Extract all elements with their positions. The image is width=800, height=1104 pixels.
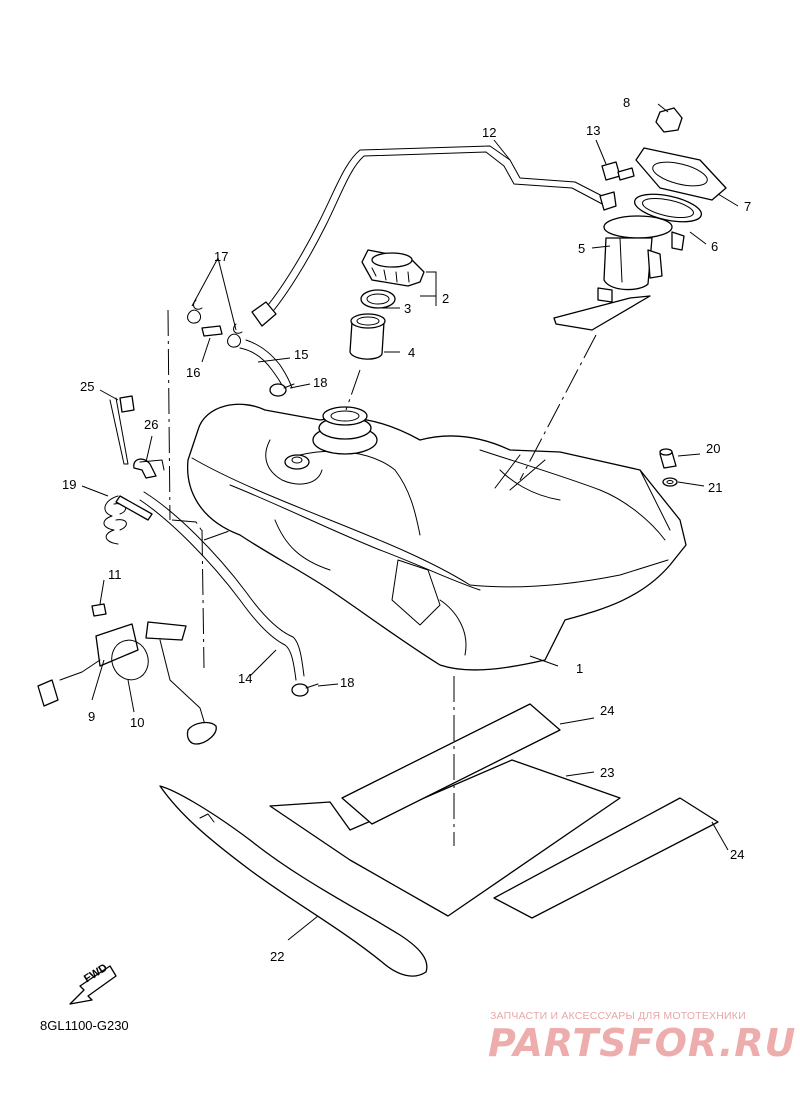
callout-24-lower: 24 <box>730 847 745 862</box>
callout-24-upper: 24 <box>600 703 615 718</box>
callout-7: 7 <box>744 199 752 214</box>
pump-gasket <box>633 193 703 223</box>
callout-9: 9 <box>88 709 96 724</box>
tank-cover-22 <box>159 785 428 977</box>
quick-connector <box>601 161 635 181</box>
hose-clamp-lower <box>291 683 319 697</box>
assembly-lines <box>167 309 597 846</box>
diagram-code: 8GL1100-G230 <box>40 1018 129 1033</box>
damper-pad-24-lower <box>493 797 719 919</box>
watermark-logo: PARTSFOR.RU <box>488 1021 797 1065</box>
callout-26: 26 <box>144 417 159 432</box>
callout-10: 10 <box>130 715 145 730</box>
fuel-strainer <box>349 313 386 360</box>
sender-o-ring <box>111 639 149 681</box>
callout-15: 15 <box>294 347 309 362</box>
coiled-hose <box>103 495 153 545</box>
breather-hose <box>239 339 293 391</box>
fuel-pump-assembly <box>553 215 685 331</box>
cap-gasket <box>360 289 396 309</box>
tank-washer <box>662 477 678 487</box>
hose-clips <box>187 299 243 348</box>
fuel-tank <box>186 403 687 671</box>
plate-nut <box>655 107 683 133</box>
fuel-hose-line <box>251 145 617 327</box>
fwd-arrow-icon <box>69 965 117 1005</box>
callout-16: 16 <box>186 365 201 380</box>
callout-11: 11 <box>108 567 122 582</box>
callout-21: 21 <box>708 480 723 495</box>
drain-hose <box>139 491 305 681</box>
callout-17: 17 <box>214 249 229 264</box>
callout-22: 22 <box>270 949 285 964</box>
callout-8: 8 <box>623 95 631 110</box>
callout-3: 3 <box>404 301 412 316</box>
callout-18-upper: 18 <box>313 375 328 390</box>
callout-23: 23 <box>600 765 615 780</box>
callout-20: 20 <box>706 441 721 456</box>
callout-25: 25 <box>80 379 95 394</box>
callout-1: 1 <box>576 661 584 676</box>
tank-bolt <box>659 448 677 469</box>
callout-4: 4 <box>408 345 416 360</box>
tank-breather-fitting <box>284 454 310 470</box>
damper-pad-23 <box>269 759 621 917</box>
hose-joint-pipe <box>201 325 223 337</box>
watermark-tagline: ЗАПЧАСТИ И АКСЕССУАРЫ ДЛЯ МОТОТЕХНИКИ <box>490 1010 746 1022</box>
callout-14: 14 <box>238 671 253 686</box>
pump-retainer-plate <box>635 147 727 201</box>
cable-tie <box>109 395 135 465</box>
callout-6: 6 <box>711 239 719 254</box>
damper-pad-24-upper <box>341 703 561 825</box>
callout-13: 13 <box>586 123 601 138</box>
callout-19: 19 <box>62 477 77 492</box>
hose-clamp-upper <box>269 383 295 397</box>
sender-bolt <box>91 603 107 617</box>
fuel-cap <box>361 249 425 287</box>
callout-18-lower: 18 <box>340 675 355 690</box>
filler-neck <box>312 406 378 455</box>
callout-12: 12 <box>482 125 497 140</box>
callout-2: 2 <box>442 291 450 306</box>
callout-5: 5 <box>578 241 586 256</box>
wire-holder <box>133 458 165 479</box>
leader-lines <box>81 103 739 941</box>
